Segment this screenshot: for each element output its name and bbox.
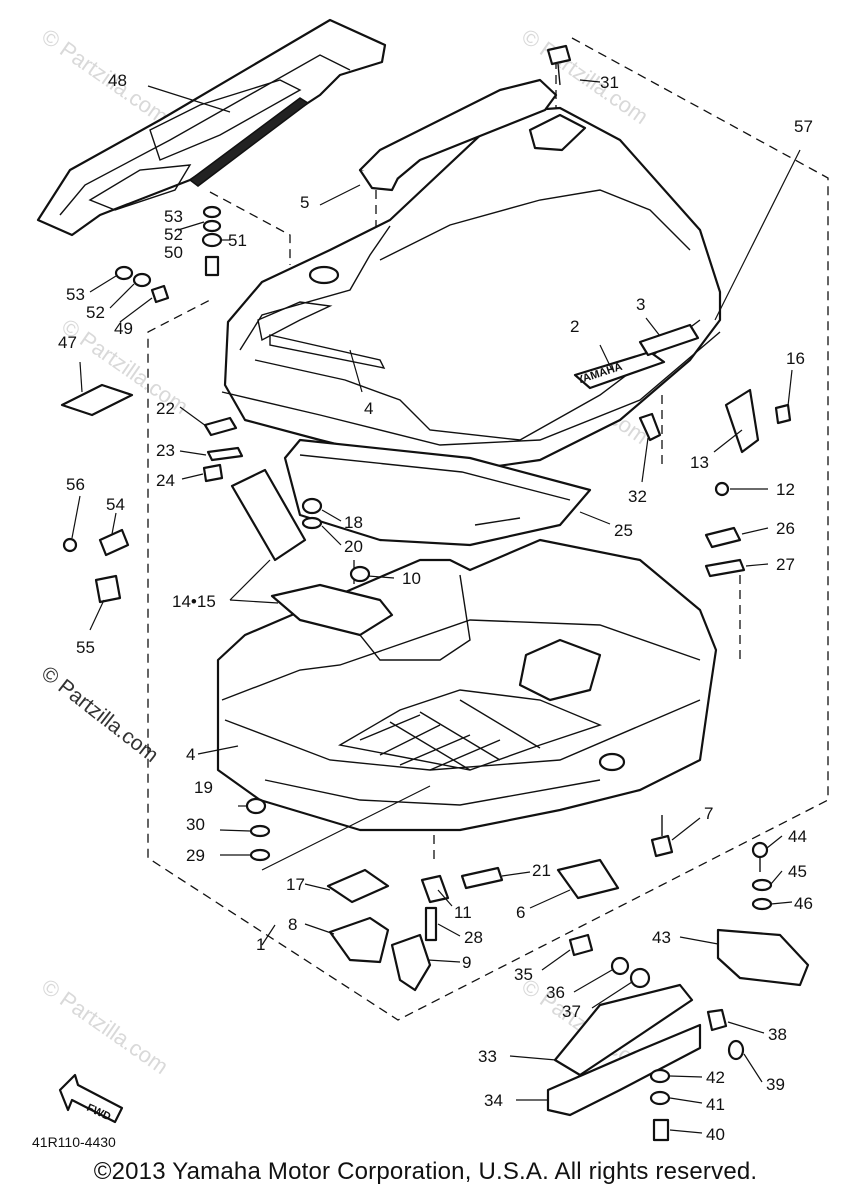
- callout-29: 29: [186, 846, 205, 865]
- callout-22: 22: [156, 399, 175, 418]
- callout-11: 11: [454, 903, 472, 922]
- callout-1: 1: [256, 935, 265, 954]
- callout-18: 18: [344, 513, 363, 532]
- callout-20: 20: [344, 537, 363, 556]
- callout-31: 31: [600, 73, 619, 92]
- callout-28: 28: [464, 928, 483, 947]
- callout-13: 13: [690, 453, 709, 472]
- callout-57: 57: [794, 117, 813, 136]
- callout-39: 39: [766, 1075, 785, 1094]
- callout-5: 5: [300, 193, 309, 212]
- callout-40: 40: [706, 1125, 725, 1144]
- callout-26: 26: [776, 519, 795, 538]
- callout-36: 36: [546, 983, 565, 1002]
- callout-43: 43: [652, 928, 671, 947]
- watermark: © Partzilla.com: [37, 24, 173, 130]
- callout-21: 21: [532, 861, 551, 880]
- callout-3: 3: [636, 295, 645, 314]
- carrier-handle: [358, 78, 587, 192]
- callout-52a: 52: [164, 225, 183, 244]
- callout-10: 10: [402, 569, 421, 588]
- watermark-dark: © Partzilla.com: [37, 662, 163, 767]
- callout-25: 25: [614, 521, 633, 540]
- knob-31: [546, 44, 572, 86]
- callout-6: 6: [516, 903, 525, 922]
- callout-7: 7: [704, 804, 713, 823]
- callout-2: 2: [570, 317, 579, 336]
- callout-53a: 53: [164, 207, 183, 226]
- callout-47: 47: [58, 333, 77, 352]
- callout-46: 46: [794, 894, 813, 913]
- lid-inner-panel: [36, 18, 387, 237]
- callout-37: 37: [562, 1002, 581, 1021]
- callout-45: 45: [788, 862, 807, 881]
- callout-4b: 4: [186, 745, 195, 764]
- callout-48: 48: [108, 71, 127, 90]
- callout-16: 16: [786, 349, 805, 368]
- watermark: © Partzilla.com: [37, 974, 173, 1080]
- callout-41: 41: [706, 1095, 725, 1114]
- hardware-parts: [60, 205, 810, 1142]
- callout-42: 42: [706, 1068, 725, 1087]
- callout-35: 35: [514, 965, 533, 984]
- callout-12: 12: [776, 480, 795, 499]
- callout-52b: 52: [86, 303, 105, 322]
- callout-30: 30: [186, 815, 205, 834]
- callout-24: 24: [156, 471, 175, 490]
- callout-56: 56: [66, 475, 85, 494]
- callout-23: 23: [156, 441, 175, 460]
- callout-33: 33: [478, 1047, 497, 1066]
- callout-19: 19: [194, 778, 213, 797]
- callout-32: 32: [628, 487, 647, 506]
- copyright-notice: ©2013 Yamaha Motor Corporation, U.S.A. A…: [93, 1158, 758, 1185]
- callout-50: 50: [164, 243, 183, 262]
- leader-lines: [71, 79, 801, 1134]
- callout-14-15: 14•15: [172, 592, 216, 611]
- callout-51: 51: [228, 231, 247, 250]
- callout-27: 27: [776, 555, 795, 574]
- callout-34: 34: [484, 1091, 503, 1110]
- callout-53b: 53: [66, 285, 85, 304]
- callout-54: 54: [106, 495, 125, 514]
- diagram-code: 41R110-4430: [32, 1134, 116, 1150]
- callout-4a: 4: [364, 399, 373, 418]
- lower-case-body: [216, 538, 718, 832]
- fwd-arrow: FWD: [58, 1073, 124, 1123]
- callout-9: 9: [462, 953, 471, 972]
- callout-17: 17: [286, 875, 305, 894]
- lid-seal: [283, 438, 592, 547]
- callout-49: 49: [114, 319, 133, 338]
- callout-55: 55: [76, 638, 95, 657]
- callout-8: 8: [288, 915, 297, 934]
- callout-38: 38: [768, 1025, 787, 1044]
- callout-labels: 48 31 57 5 53 52 51 50 53 52 49 2 3 47 1…: [58, 71, 813, 1144]
- callout-44: 44: [788, 827, 807, 846]
- top-case-lid: YAMAHA: [221, 106, 722, 472]
